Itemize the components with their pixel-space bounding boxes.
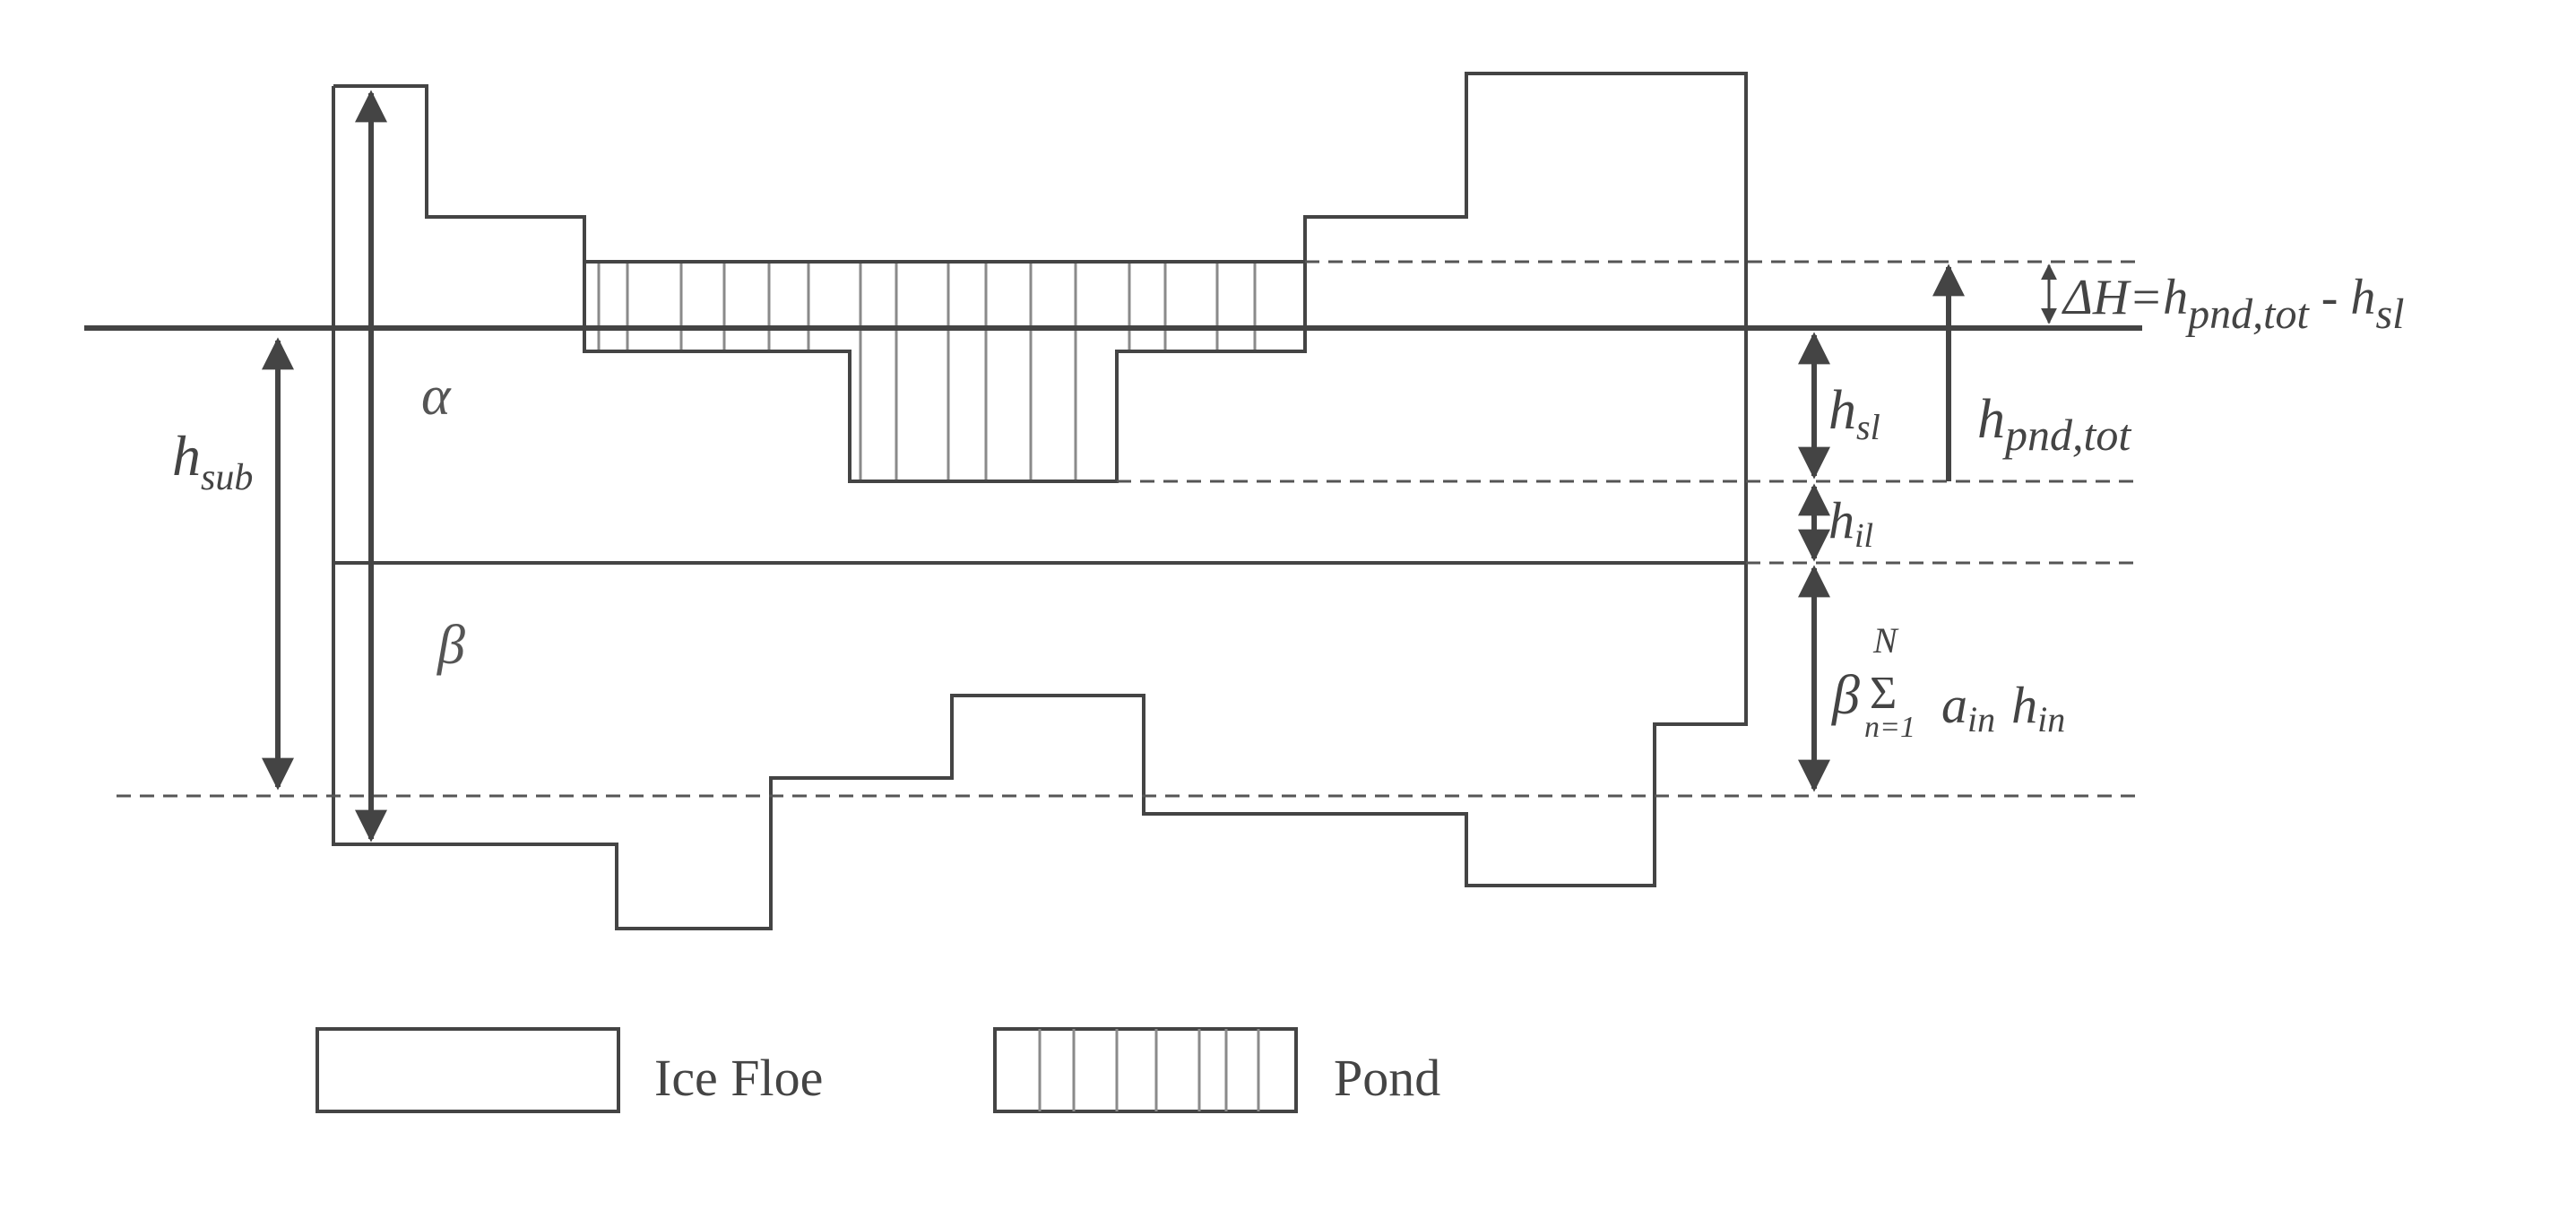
svg-text:N: N	[1872, 620, 1899, 661]
dashed-reference-lines	[117, 260, 2142, 798]
h-sub-label: hsub	[172, 424, 253, 498]
svg-text:Σ: Σ	[1870, 668, 1897, 719]
legend-pond-label: Pond	[1334, 1049, 1440, 1107]
legend-ice-floe-label: Ice Floe	[654, 1049, 823, 1107]
delta-h-label: ΔH=hpnd,tot - hsl	[2062, 270, 2404, 338]
legend-pond-swatch	[993, 1027, 1298, 1113]
beta-label: β	[437, 615, 465, 676]
ice-floe-outline	[332, 72, 1748, 930]
legend-ice-floe-swatch	[316, 1027, 620, 1113]
svg-text:n=1: n=1	[1864, 711, 1915, 744]
h-il-label: hil	[1828, 491, 1873, 555]
legend: Ice Floe Pond	[316, 1027, 1440, 1113]
svg-text:β: β	[1831, 665, 1860, 726]
h-sl-label: hsl	[1828, 380, 1880, 447]
alpha-label: α	[421, 366, 452, 427]
h-pnd-tot-label: hpnd,tot	[1977, 389, 2131, 460]
pond-region	[583, 260, 1307, 483]
